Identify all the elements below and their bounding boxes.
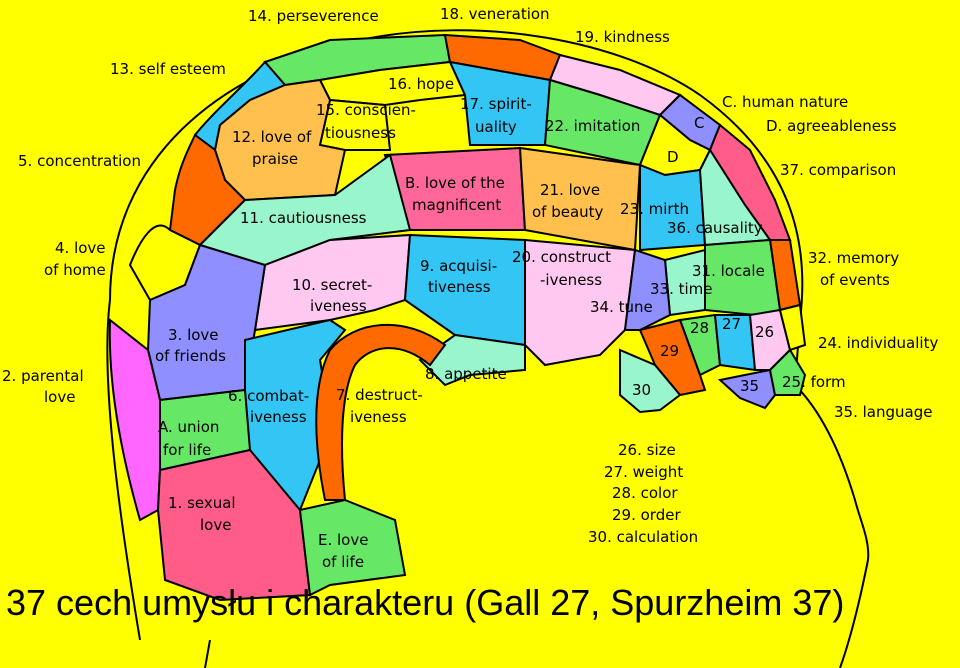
labels: 14. perseverence 18. veneration 19. kind…: [2, 5, 938, 571]
label-2a: 2. parental: [2, 367, 84, 385]
label-7a: 7. destruct-: [336, 386, 423, 404]
region-8-appetite: [418, 333, 526, 387]
label-2b: love: [44, 388, 75, 406]
label-5: 5. concentration: [18, 152, 141, 170]
label-C: C. human nature: [722, 93, 848, 111]
label-Eb: of life: [322, 553, 364, 571]
label-8: 8. appetite: [425, 365, 507, 383]
label-25: 25. form: [782, 373, 846, 391]
label-Ab: for life: [163, 441, 211, 459]
label-14: 14. perseverence: [248, 7, 379, 25]
key-26: 26. size: [618, 441, 676, 459]
label-6b: iveness: [250, 408, 307, 426]
label-C-inside: C: [694, 114, 704, 132]
key-28: 28. color: [612, 484, 678, 502]
label-33: 33. time: [650, 280, 713, 298]
label-1a: 1. sexual: [168, 494, 236, 512]
region-24-individuality: [778, 303, 807, 352]
label-32b: of events: [820, 271, 890, 289]
label-20a: 20. construct: [512, 248, 611, 266]
regions: [108, 33, 807, 602]
label-11: 11. cautiousness: [240, 209, 367, 227]
label-29: 29: [660, 342, 679, 360]
label-4b: of home: [44, 261, 106, 279]
label-31: 31. locale: [692, 262, 765, 280]
label-Ba: B. love of the: [405, 174, 505, 192]
caption: 37 cech umysłu i charakteru (Gall 27, Sp…: [6, 582, 845, 623]
label-17b: uality: [475, 118, 517, 136]
label-15a: 15. conscien-: [316, 101, 416, 119]
region-E-love-of-life: [298, 498, 407, 597]
label-12b: praise: [252, 150, 298, 168]
key-27: 27. weight: [604, 463, 683, 481]
label-Ea: E. love: [318, 531, 368, 549]
region-36-causality: [698, 147, 772, 247]
region-10-secretiveness: [253, 233, 412, 332]
label-32a: 32. memory: [808, 249, 899, 267]
region-7-destructiveness-arc: [315, 324, 447, 501]
label-37: 37. comparison: [780, 161, 896, 179]
label-30: 30: [632, 381, 651, 399]
label-3b: of friends: [155, 347, 226, 365]
label-15b: tiousness: [325, 124, 396, 142]
key-30: 30. calculation: [588, 528, 698, 546]
label-10b: iveness: [310, 297, 367, 315]
key-29: 29. order: [612, 506, 681, 524]
label-24: 24. individuality: [818, 334, 938, 352]
label-35: 35. language: [834, 403, 932, 421]
label-1b: love: [200, 516, 231, 534]
label-28: 28: [690, 319, 709, 337]
region-35-language: [717, 368, 777, 410]
label-19: 19. kindness: [575, 28, 670, 46]
region-21-love-of-beauty: [518, 146, 642, 252]
region-34-tune: [623, 248, 672, 331]
label-35-inside: 35: [740, 377, 759, 395]
label-6a: 6. combat-: [228, 387, 309, 405]
region-30: [619, 348, 682, 414]
label-7b: iveness: [350, 408, 407, 426]
label-23: 23. mirth: [620, 200, 689, 218]
label-3a: 3. love: [168, 326, 219, 344]
label-9b: tiveness: [428, 278, 491, 296]
label-9a: 9. acquisi-: [420, 257, 497, 275]
label-13: 13. self esteem: [110, 60, 226, 78]
label-D-inside: D: [667, 148, 679, 166]
label-16: 16. hope: [388, 75, 454, 93]
label-D: D. agreeableness: [766, 117, 897, 135]
label-10a: 10. secret-: [292, 276, 372, 294]
label-34: 34. tune: [590, 298, 653, 316]
label-Bb: magnificent: [412, 196, 501, 214]
label-27: 27: [722, 315, 741, 333]
label-17a: 17. spirit-: [460, 95, 532, 113]
head-outline: [106, 29, 870, 668]
label-36: 36. causality: [667, 219, 763, 237]
label-22: 22. imitation: [545, 117, 640, 135]
label-4a: 4. love: [55, 239, 106, 257]
label-18: 18. veneration: [440, 5, 550, 23]
label-21a: 21. love: [540, 181, 600, 199]
label-20b: -iveness: [540, 271, 602, 289]
label-26: 26: [755, 323, 774, 341]
region-25-form: [768, 348, 807, 396]
label-Aa: A. union: [158, 418, 219, 436]
label-21b: of beauty: [532, 203, 604, 221]
region-17-spirituality: [448, 60, 552, 146]
label-12a: 12. love of: [232, 128, 312, 146]
